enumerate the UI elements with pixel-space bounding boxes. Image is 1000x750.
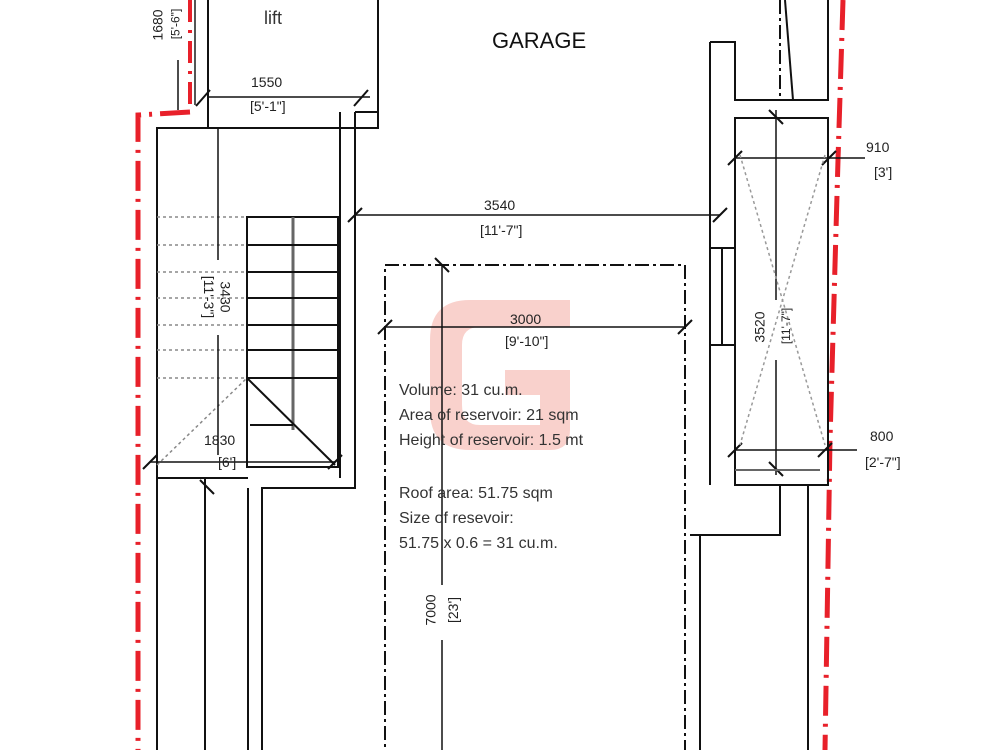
dim-1680: 1680 — [149, 9, 166, 41]
site-boundary — [135, 0, 846, 750]
note-size-label: Size of resevoir: — [399, 510, 514, 527]
reservoir-notes: Volume: 31 cu.m. Area of reservoir: 21 s… — [399, 378, 583, 556]
dim-1680-ft: [5'-6"] — [168, 8, 183, 40]
note-roof-area: Roof area: 51.75 sqm — [399, 485, 553, 502]
lift-shaft — [207, 0, 379, 129]
dim-3430: 3430 — [217, 281, 234, 313]
right-structure — [690, 0, 829, 750]
dim-1830-ft: [6'] — [218, 454, 237, 470]
dim-3540-ft: [11'-7"] — [480, 222, 523, 238]
dim-3430-ft: [11'-3"] — [201, 275, 218, 319]
dim-3520: 3520 — [751, 311, 768, 343]
note-area: Area of reservoir: 21 sqm — [399, 407, 579, 424]
dim-800: 800 — [870, 428, 894, 444]
note-height: Height of reservoir: 1.5 mt — [399, 432, 584, 449]
watermark-logo — [430, 300, 570, 450]
staircase — [156, 216, 339, 468]
dim-3540: 3540 — [484, 197, 516, 213]
dim-3000: 3000 — [510, 311, 542, 327]
dim-3520-ft: [11'-7"] — [779, 307, 794, 345]
note-size-calc: 51.75 x 0.6 = 31 cu.m. — [399, 535, 558, 552]
dim-910-ft: [3'] — [874, 164, 893, 180]
dim-1550-ft: [5'-1"] — [250, 98, 286, 114]
dim-7000-ft: [23'] — [445, 596, 462, 624]
dim-1550: 1550 — [251, 74, 283, 90]
dim-7000: 7000 — [422, 594, 439, 626]
room-label-lift: lift — [264, 8, 282, 28]
room-label-garage: GARAGE — [492, 28, 587, 53]
dim-800-ft: [2'-7"] — [865, 454, 901, 470]
note-volume: Volume: 31 cu.m. — [399, 382, 523, 399]
reservoir-outline — [384, 264, 686, 750]
stair-wall — [156, 127, 340, 750]
dim-910: 910 — [866, 139, 890, 155]
dim-1830: 1830 — [204, 432, 236, 448]
dim-3000-ft: [9'-10"] — [505, 333, 549, 349]
